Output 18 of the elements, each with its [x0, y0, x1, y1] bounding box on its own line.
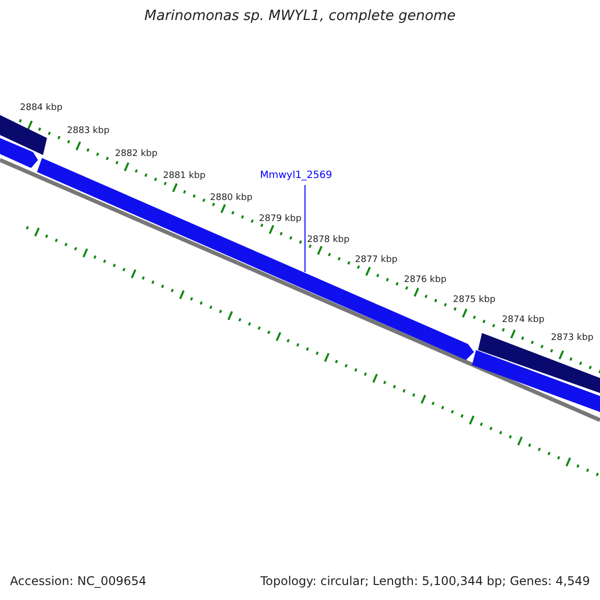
scale-label: 2883 kbp — [67, 126, 110, 136]
scale-label: 2884 kbp — [20, 103, 62, 113]
scale-label: 2881 kbp — [163, 171, 206, 181]
scale-label: 2878 kbp — [307, 235, 350, 245]
leader-line — [304, 184, 306, 272]
footer-text: Accession: NC_009654 — [10, 574, 146, 588]
gene-arrow — [37, 158, 474, 360]
scale-label: 2882 kbp — [115, 149, 158, 159]
scale-label: 2876 kbp — [404, 275, 446, 285]
title: Marinomonas sp. MWYL1, complete genome — [143, 8, 457, 24]
scale-label: 2874 kbp — [502, 315, 544, 325]
scale-label: 2877 kbp — [355, 255, 398, 265]
scale-label: 2875 kbp — [453, 295, 496, 305]
gene-label: Mmwyl1_2569 — [260, 170, 332, 181]
footer-text: Topology: circular; Length: 5,100,344 bp; Genes: 4,549 — [260, 574, 590, 588]
scale-label: 2880 kbp — [210, 193, 252, 203]
scale-label: 2873 kbp — [551, 333, 594, 343]
scale-label: 2879 kbp — [259, 214, 302, 224]
